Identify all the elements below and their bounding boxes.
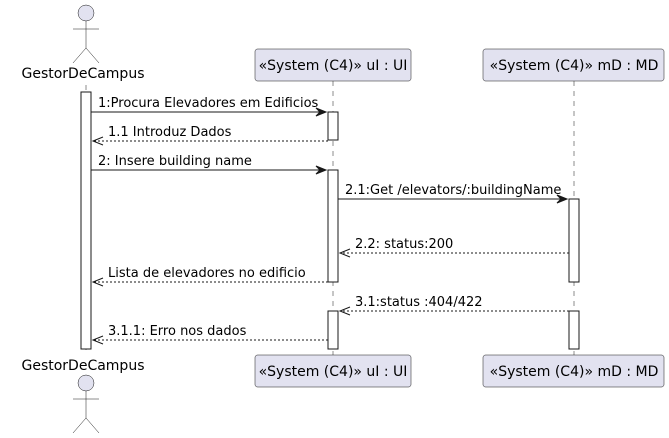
- message-3-label: 2: Insere building name: [98, 154, 252, 169]
- message-1-label: 1:Procura Elevadores em Edificios: [98, 96, 319, 111]
- activation-ui-3: [327, 310, 339, 350]
- message-1-arrowhead-icon: [315, 107, 328, 117]
- message-5-label: 2.2: status:200: [355, 237, 453, 252]
- message-8-label: 3.1.1: Erro nos dados: [108, 324, 247, 339]
- activation-ui-2: [327, 169, 339, 283]
- message-4-label: 2.1:Get /elevators/:buildingName: [345, 183, 561, 198]
- message-2-arrowhead-icon: [91, 136, 104, 146]
- message-3: 2: Insere building name: [91, 154, 328, 175]
- actor-bottom: GestorDeCampus: [21, 358, 145, 434]
- participant-ui-bottom-label: «System (C4)» uI : UI: [259, 364, 408, 380]
- actor-bottom-label: GestorDeCampus: [21, 358, 144, 374]
- participant-md-top: «System (C4)» mD : MD: [482, 48, 665, 82]
- participant-md-bottom-label: «System (C4)» mD : MD: [490, 364, 659, 380]
- message-7: 3.1:status :404/422: [338, 295, 569, 316]
- message-8: 3.1.1: Erro nos dados: [91, 324, 328, 345]
- message-6-arrowhead-icon: [91, 277, 104, 287]
- actor-stick-figure-icon: [72, 4, 100, 64]
- actor-top: GestorDeCampus: [21, 4, 145, 82]
- actor-stick-figure-icon: [72, 374, 100, 434]
- activation-ui-1: [327, 111, 339, 141]
- participant-md-bottom: «System (C4)» mD : MD: [482, 354, 665, 388]
- message-5-arrowhead-icon: [338, 248, 351, 258]
- activation-md-2: [568, 310, 580, 350]
- message-7-arrowhead-icon: [338, 306, 351, 316]
- activation-actor: [80, 91, 92, 350]
- message-2: 1.1 Introduz Dados: [91, 125, 328, 146]
- participant-ui-top-label: «System (C4)» uI : UI: [259, 58, 408, 74]
- message-6-label: Lista de elevadores no edificio: [108, 266, 306, 281]
- participant-ui-top: «System (C4)» uI : UI: [254, 48, 412, 82]
- participant-ui-bottom: «System (C4)» uI : UI: [254, 354, 412, 388]
- activation-md-1: [568, 198, 580, 283]
- actor-top-label: GestorDeCampus: [21, 66, 144, 82]
- message-6: Lista de elevadores no edificio: [91, 266, 328, 287]
- message-8-arrowhead-icon: [91, 335, 104, 345]
- message-4: 2.1:Get /elevators/:buildingName: [338, 183, 569, 204]
- message-7-label: 3.1:status :404/422: [355, 295, 483, 310]
- message-2-label: 1.1 Introduz Dados: [108, 125, 232, 140]
- participant-md-top-label: «System (C4)» mD : MD: [490, 58, 659, 74]
- message-4-arrowhead-icon: [556, 194, 569, 204]
- message-5: 2.2: status:200: [338, 237, 569, 258]
- message-1: 1:Procura Elevadores em Edificios: [91, 96, 328, 117]
- message-3-arrowhead-icon: [315, 165, 328, 175]
